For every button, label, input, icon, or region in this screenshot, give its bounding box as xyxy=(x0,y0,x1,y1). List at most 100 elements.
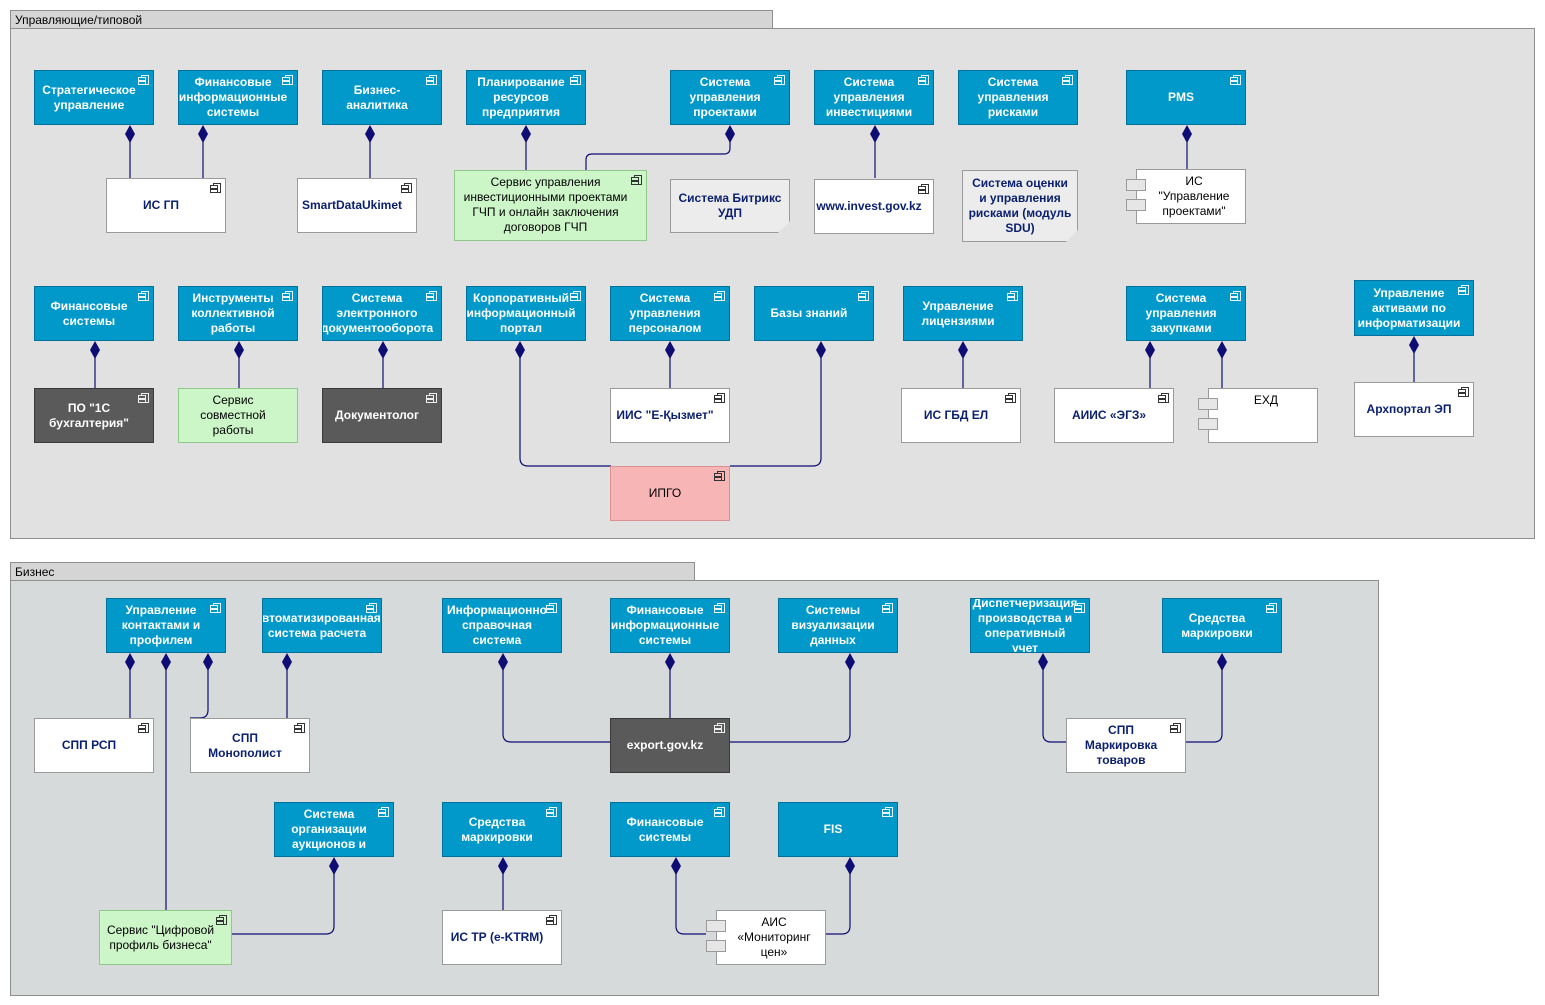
component-icon xyxy=(216,915,227,925)
node-smartdata[interactable]: SmartDataUkimet xyxy=(297,178,417,233)
component-icon xyxy=(631,175,642,185)
node-fin-info-systems[interactable]: Финансовые информационные системы xyxy=(178,70,298,125)
node-label: ИС ГП xyxy=(142,198,180,212)
component-icon xyxy=(774,75,785,85)
node-invest-gov[interactable]: www.invest.gov.kz xyxy=(814,179,934,234)
node-fin-systems-b[interactable]: Финансовые системы xyxy=(610,802,730,857)
node-label: Планирование ресурсов предприятия xyxy=(477,75,565,119)
node-auto-settlement[interactable]: Автоматизированная система расчета xyxy=(262,598,382,653)
node-project-mgmt[interactable]: Система управления проектами xyxy=(670,70,790,125)
node-label: Стратегическое управление xyxy=(42,82,136,112)
node-label: СПП Монополист xyxy=(208,730,282,760)
node-label: Сервис совместной работы xyxy=(200,393,266,437)
group-tab-management[interactable]: Управляющие/типовой xyxy=(10,10,773,29)
component-icon xyxy=(282,75,293,85)
node-ekhd[interactable]: ЕХД xyxy=(1208,388,1318,443)
node-aiis-egz[interactable]: АИИС «ЭГЗ» xyxy=(1054,388,1174,443)
link-auctions-digital xyxy=(231,866,335,935)
node-arkhportal[interactable]: Архпортал ЭП xyxy=(1354,382,1474,437)
node-ais-prices[interactable]: АИС «Мониторинг цен» xyxy=(716,910,826,965)
node-corp-portal[interactable]: Корпоративный информационный портал xyxy=(466,286,586,341)
group-tab-business[interactable]: Бизнес xyxy=(10,562,695,581)
node-licensing[interactable]: Управление лицензиями xyxy=(903,286,1023,341)
link-contacts-monopolist xyxy=(190,663,209,719)
component-icon xyxy=(138,393,149,403)
node-strategic[interactable]: Стратегическое управление xyxy=(34,70,154,125)
component-icon xyxy=(546,603,557,613)
node-label: Система управления рисками xyxy=(977,75,1049,119)
node-risk-mgmt[interactable]: Система управления рисками xyxy=(958,70,1078,125)
node-label: FIS xyxy=(823,822,843,836)
node-erp[interactable]: Планирование ресурсов предприятия xyxy=(466,70,586,125)
node-dispatch[interactable]: Диспетчеризация производства и оперативн… xyxy=(970,598,1090,653)
node-digital-profile[interactable]: Сервис "Цифровой профиль бизнеса" xyxy=(99,910,232,965)
node-collab-tools[interactable]: Инструменты коллективной работы xyxy=(178,286,298,341)
node-is-gbd-el[interactable]: ИС ГБД ЕЛ xyxy=(901,388,1021,443)
node-auctions[interactable]: Система организации аукционов и xyxy=(274,802,394,857)
node-spp-rsp[interactable]: СПП РСП xyxy=(34,718,154,773)
node-label: SmartDataUkimet xyxy=(301,198,403,212)
component-icon xyxy=(1266,603,1277,613)
component-icon xyxy=(1158,393,1169,403)
node-label: Информационно справочная система xyxy=(446,603,548,647)
node-label: Системы визуализации данных xyxy=(791,603,875,647)
component-icon xyxy=(918,75,929,85)
component-icon xyxy=(378,807,389,817)
link-dataviz-export xyxy=(730,663,851,743)
component-icon xyxy=(546,915,557,925)
node-collab-service[interactable]: Сервис совместной работы xyxy=(178,388,298,443)
node-label: Финансовые системы xyxy=(626,814,704,844)
node-is-tr[interactable]: ИС ТР (e-KTRM) xyxy=(442,910,562,965)
node-edms[interactable]: Система электронного документооборота xyxy=(322,286,442,341)
node-contacts-profile[interactable]: Управление контактами и профилем xyxy=(106,598,226,653)
node-knowledge[interactable]: Базы знаний xyxy=(754,286,874,341)
node-1c[interactable]: ПО "1С бухгалтерия" xyxy=(34,388,154,443)
component-icon xyxy=(546,807,557,817)
node-ppp-service[interactable]: Сервис управления инвестиционными проект… xyxy=(454,170,647,241)
component-icon xyxy=(858,291,869,301)
node-spp-marking[interactable]: СПП Маркировка товаров xyxy=(1066,718,1186,773)
node-data-viz[interactable]: Системы визуализации данных xyxy=(778,598,898,653)
node-label: Базы знаний xyxy=(770,306,848,320)
component-icon xyxy=(714,807,725,817)
node-spp-monopolist[interactable]: СПП Монополист xyxy=(190,718,310,773)
link-knowledge-ipgo xyxy=(730,351,822,467)
node-bitrix[interactable]: Система Битрикс УДП xyxy=(670,179,790,233)
node-label: export.gov.kz xyxy=(626,738,704,752)
component-icon xyxy=(282,291,293,301)
component-icon xyxy=(1230,291,1241,301)
node-is-projects[interactable]: ИС "Управление проектами" xyxy=(1136,169,1246,224)
node-marking-tools-1[interactable]: Средства маркировки xyxy=(1162,598,1282,653)
node-risk-sdu[interactable]: Система оценки и управления рисками (мод… xyxy=(962,170,1078,242)
node-ipgo[interactable]: ИПГО xyxy=(610,466,730,521)
component-icon xyxy=(1007,291,1018,301)
node-pms[interactable]: PMS xyxy=(1126,70,1246,125)
node-iis-kyzmet[interactable]: ИИС "Е-Қызмет" xyxy=(610,388,730,443)
node-fin-info-systems-b[interactable]: Финансовые информационные системы xyxy=(610,598,730,653)
node-documentolog[interactable]: Документолог xyxy=(322,388,442,443)
node-fin-systems[interactable]: Финансовые системы xyxy=(34,286,154,341)
node-fis[interactable]: FIS xyxy=(778,802,898,857)
node-business-analytics[interactable]: Бизнес-аналитика xyxy=(322,70,442,125)
component-icon xyxy=(882,807,893,817)
node-procurement[interactable]: Система управления закупками xyxy=(1126,286,1246,341)
component-icon xyxy=(1170,723,1181,733)
node-is-gp[interactable]: ИС ГП xyxy=(106,178,226,233)
node-label: Диспетчеризация производства и оперативн… xyxy=(972,598,1078,653)
node-export-gov[interactable]: export.gov.kz xyxy=(610,718,730,773)
node-hr-mgmt[interactable]: Система управления персоналом xyxy=(610,286,730,341)
node-it-assets[interactable]: Управление активами по информатизации xyxy=(1354,280,1474,336)
component-icon xyxy=(1005,393,1016,403)
component-icon xyxy=(714,723,725,733)
node-invest-mgmt[interactable]: Система управления инвестициями xyxy=(814,70,934,125)
node-label: Сервис "Цифровой профиль бизнеса" xyxy=(106,922,215,952)
node-info-reference[interactable]: Информационно справочная система xyxy=(442,598,562,653)
component-icon xyxy=(401,183,412,193)
node-marking-tools-2[interactable]: Средства маркировки xyxy=(442,802,562,857)
node-label: ИС "Управление проектами" xyxy=(1158,174,1230,218)
component-icon xyxy=(138,291,149,301)
node-label: Сервис управления инвестиционными проект… xyxy=(463,175,628,234)
node-label: Система управления проектами xyxy=(689,75,761,119)
node-label: Средства маркировки xyxy=(1181,610,1253,640)
